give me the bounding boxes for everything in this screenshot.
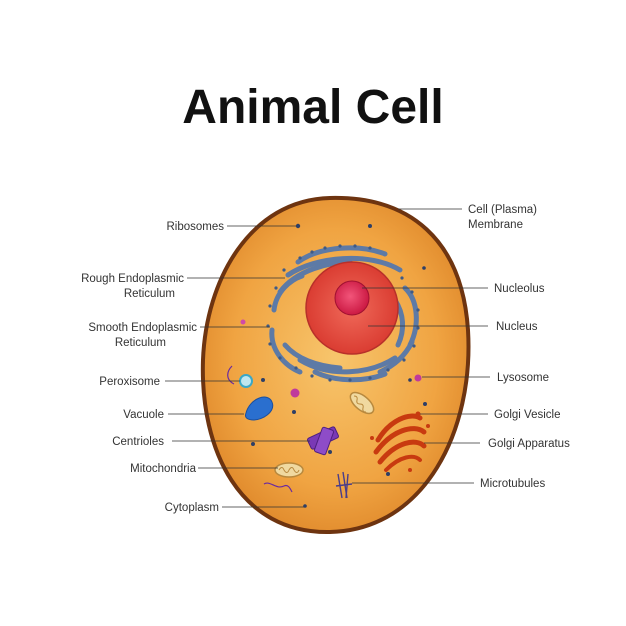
label-golgi-apparatus: Golgi Apparatus: [488, 438, 570, 450]
leader-lines-left: [165, 225, 310, 508]
label-cytoplasm: Cytoplasm: [165, 502, 219, 514]
centrioles: [307, 426, 339, 456]
leader-lines-right: [352, 208, 490, 484]
cytoskeleton-filament: [263, 482, 293, 493]
label-rough-er-line1: Rough Endoplasmic: [81, 273, 184, 285]
label-microtubules: Microtubules: [480, 478, 545, 490]
cytoskeleton-filament: [227, 365, 235, 385]
vesicle: [240, 319, 246, 325]
label-vacuole: Vacuole: [123, 409, 164, 421]
free-ribosomes: [251, 223, 427, 508]
diagram-title: Animal Cell: [182, 81, 444, 134]
ribosome-dots-on-er: [266, 244, 420, 382]
label-golgi-vesicle: Golgi Vesicle: [494, 409, 560, 421]
mitochondrion: [349, 391, 375, 415]
vacuole: [245, 396, 274, 421]
label-smooth-er-line1: Smooth Endoplasmic: [88, 322, 197, 334]
lysosome: [414, 374, 422, 382]
label-peroxisome: Peroxisome: [99, 376, 160, 388]
label-mitochondria: Mitochondria: [130, 463, 196, 475]
golgi-vesicles: [370, 411, 430, 472]
label-lysosome: Lysosome: [497, 372, 549, 384]
label-nucleus: Nucleus: [496, 321, 538, 333]
microtubules: [335, 471, 353, 499]
vesicle: [290, 388, 300, 398]
labels-right: Cell (Plasma) Membrane Nucleolus Nucleus…: [468, 204, 570, 490]
nucleolus: [334, 280, 370, 316]
peroxisome: [239, 374, 253, 388]
label-membrane-line2: Membrane: [468, 219, 523, 231]
label-smooth-er-line2: Reticulum: [115, 337, 166, 349]
label-ribosomes: Ribosomes: [166, 221, 224, 233]
label-nucleolus: Nucleolus: [494, 283, 545, 295]
mitochondrion: [274, 462, 304, 478]
label-centrioles: Centrioles: [112, 436, 164, 448]
labels-left: Ribosomes Rough Endoplasmic Reticulum Sm…: [81, 221, 224, 514]
golgi-apparatus: [373, 413, 427, 472]
label-rough-er-line2: Reticulum: [124, 288, 175, 300]
label-membrane-line1: Cell (Plasma): [468, 204, 537, 216]
cell-membrane: [200, 195, 471, 535]
